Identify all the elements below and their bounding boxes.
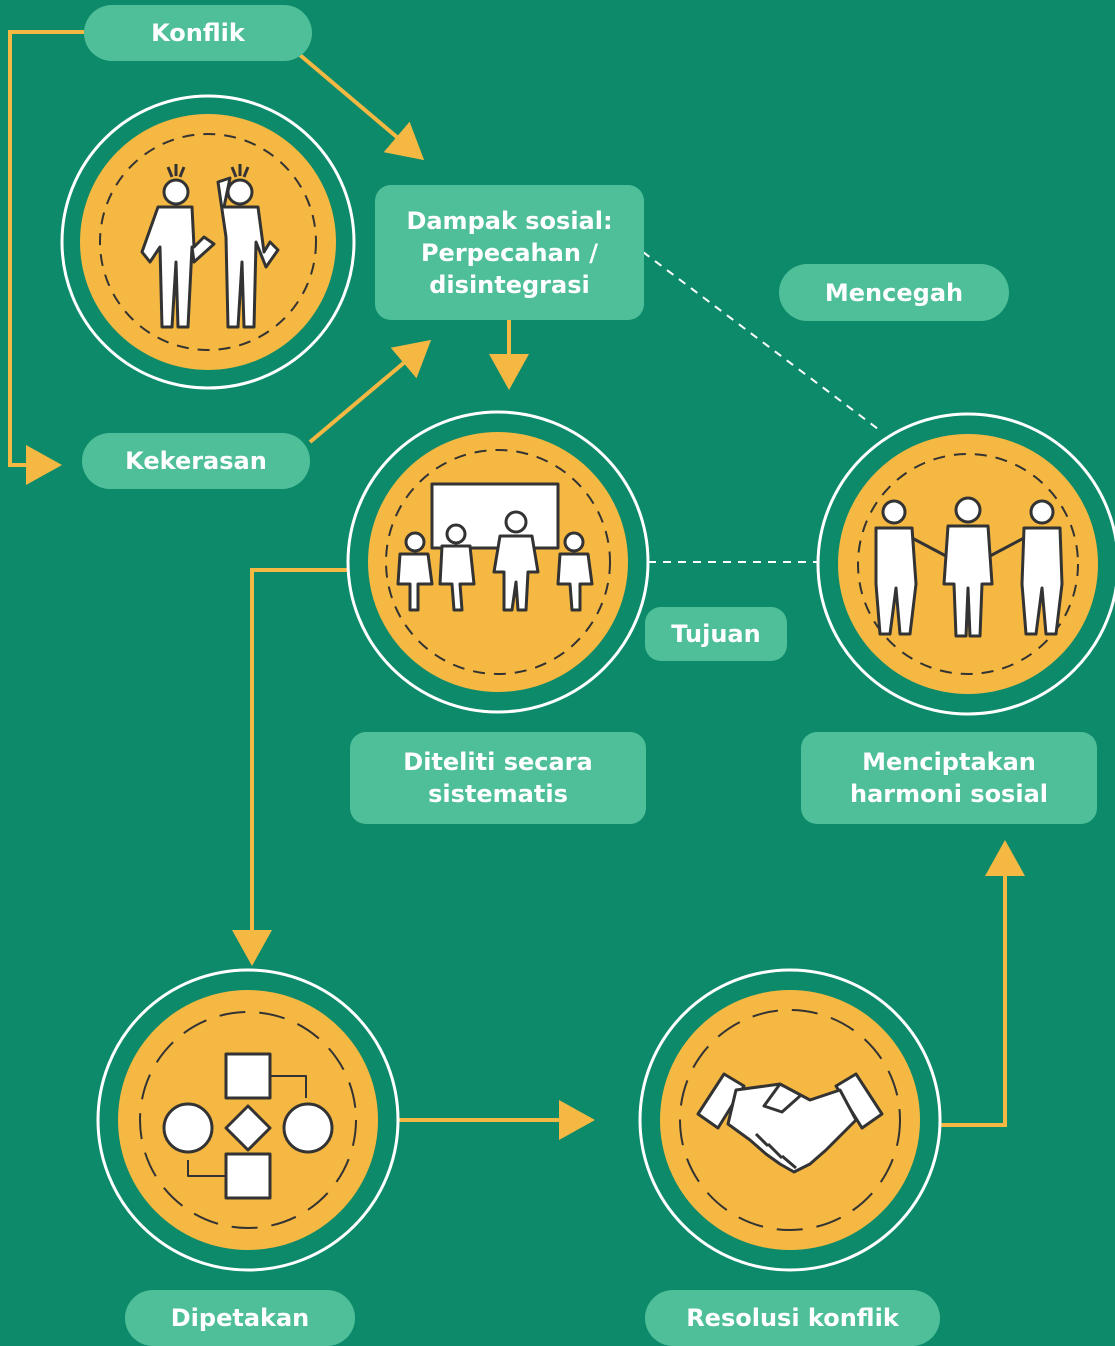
- handshake-icon: [696, 1072, 884, 1174]
- circle-resolution: [638, 968, 942, 1272]
- circle-harmony: [816, 412, 1115, 716]
- label-tujuan: Tujuan: [645, 607, 787, 661]
- dashed-line-dampak-to-harmony: [642, 251, 883, 433]
- dashed-connectors: [642, 251, 883, 563]
- label-resolusi-konflik: Resolusi konflik: [645, 1290, 940, 1346]
- label-menciptakan: Menciptakan harmoni sosial: [801, 732, 1097, 824]
- arrow-meeting-to-dipetakan: [232, 568, 348, 966]
- people-holding-hands-icon: [874, 496, 1064, 638]
- connectors: [8, 30, 1025, 1140]
- label-konflik: Konflik: [84, 5, 312, 61]
- label-dampak-sosial: Dampak sosial: Perpecahan / disintegrasi: [375, 185, 644, 320]
- circle-mapping: [96, 968, 400, 1272]
- label-dipetakan: Dipetakan: [125, 1290, 355, 1346]
- group-discussion-icon: [396, 482, 594, 612]
- circle-conflict: [60, 94, 356, 390]
- circle-meeting: [346, 410, 650, 714]
- arrow-kekerasan-to-dampak: [308, 339, 432, 444]
- flowchart-icon: [162, 1052, 334, 1200]
- label-mencegah: Mencegah: [779, 264, 1009, 321]
- arguing-people-icon: [140, 164, 280, 329]
- arrow-konflik-to-dampak: [298, 53, 425, 161]
- arrow-resolusi-to-menciptakan: [941, 840, 1025, 1127]
- label-diteliti: Diteliti secara sistematis: [350, 732, 646, 824]
- arrow-konflik-to-kekerasan: [8, 30, 84, 485]
- label-kekerasan: Kekerasan: [82, 433, 310, 489]
